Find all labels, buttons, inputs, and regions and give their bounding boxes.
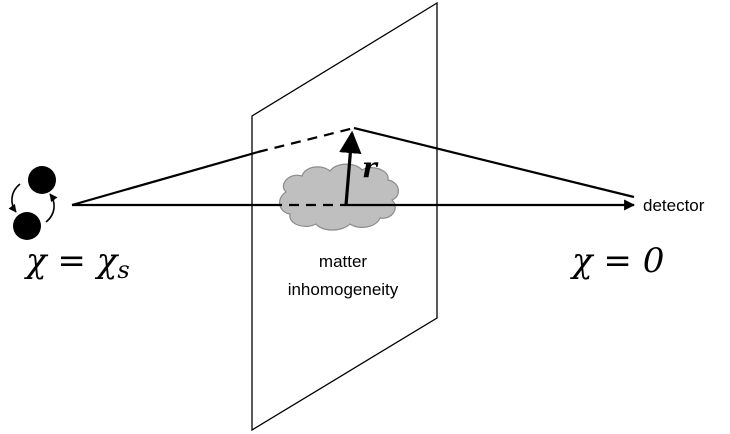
matter-cloud — [279, 163, 399, 231]
matter-label-line2: inhomogeneity — [288, 280, 399, 299]
source-eq-op: = — [47, 241, 97, 281]
source-eq-lhs: χ — [24, 241, 49, 281]
binary-star-lower — [13, 212, 41, 240]
detector-label: detector — [643, 196, 705, 215]
deflected-ray-front — [71, 150, 259, 207]
deflected-ray-back — [353, 126, 635, 199]
lens-plane — [251, 1, 438, 432]
orbit-arrow-right — [45, 193, 58, 223]
source-equation: χ = χs — [24, 241, 130, 284]
matter-label-line1: matter — [319, 252, 368, 271]
deflected-ray-hidden — [257, 126, 355, 154]
source-eq-rhs: χ — [95, 241, 120, 281]
detector-equation: χ = 0 — [570, 241, 664, 281]
source-eq-sub: s — [117, 256, 129, 284]
r-vector-arrow — [339, 130, 362, 206]
orbit-arrow-left — [8, 183, 21, 213]
binary-source — [8, 166, 58, 240]
binary-star-upper — [28, 166, 56, 194]
r-vector-label: r — [362, 151, 379, 184]
